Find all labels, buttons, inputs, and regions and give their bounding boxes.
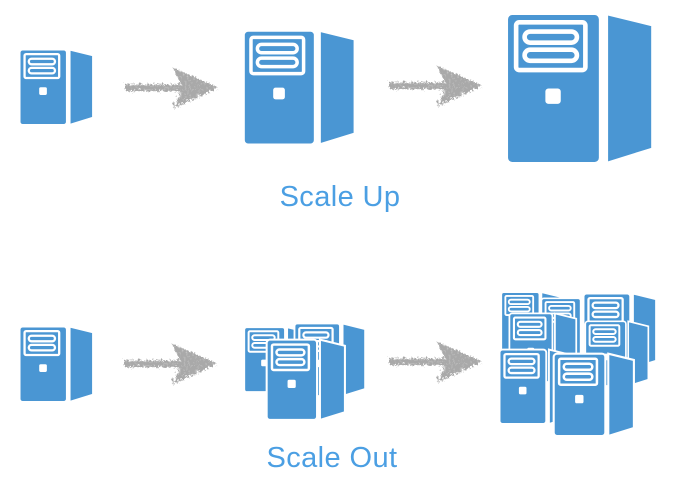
server-icon-small: [18, 48, 95, 127]
arrow-right-icon: [121, 339, 219, 386]
scale-out-label: Scale Out: [266, 442, 398, 474]
arrow-right-icon: [122, 63, 220, 110]
arrow-right-icon: [386, 61, 484, 108]
scale-up-label: Scale Up: [279, 181, 401, 213]
server-icon-large: [503, 10, 657, 167]
arrow-right-icon: [386, 337, 484, 384]
server-cluster-3-icon: [243, 322, 367, 422]
server-icon-medium: [241, 28, 358, 147]
server-cluster-7-icon: [498, 291, 658, 438]
server-icon-single: [18, 325, 95, 404]
